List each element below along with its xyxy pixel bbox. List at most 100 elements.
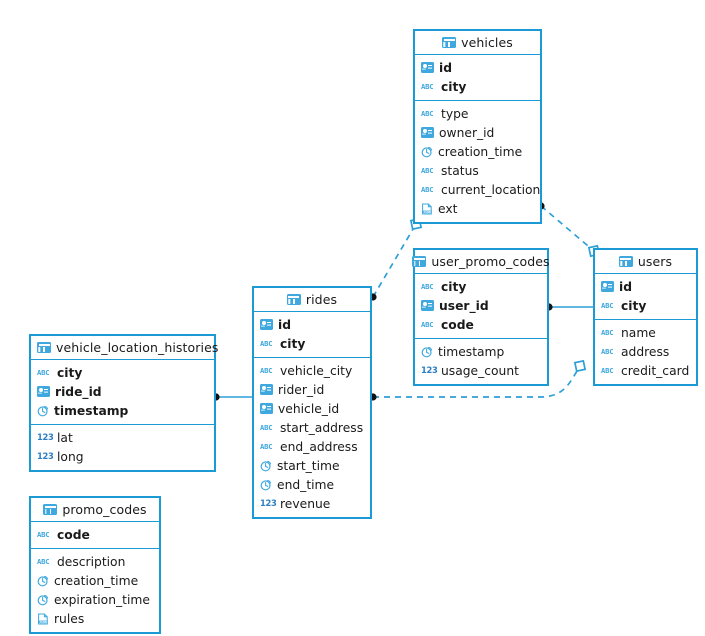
table-header-rides[interactable]: rides [254,288,370,312]
field-name: end_address [280,439,358,454]
table-title: rides [305,292,338,307]
table-header-promo_codes[interactable]: promo_codes [31,498,159,522]
table-field-row[interactable]: ABC start_address [254,418,370,437]
table-grid-icon [618,256,633,267]
clock-timestamp-icon [421,346,433,358]
relationship-vehicle_location_histories-to-rides[interactable] [212,393,252,401]
field-name: start_address [280,420,364,435]
field-name: type [441,106,469,121]
abc-text-icon: ABC [601,327,614,337]
table-key-row[interactable]: user_id [415,296,547,315]
field-name: timestamp [54,403,129,418]
table-field-row[interactable]: ABC end_address [254,437,370,456]
table-key-row[interactable]: id [254,315,370,334]
abc-text-icon: ABC [260,441,273,451]
table-header-vehicle_location_histories[interactable]: vehicle_location_histories [31,336,218,360]
abc-text-icon: ABC [421,108,434,118]
123-number-icon: 123 [37,451,54,461]
table-grid-icon [412,256,427,267]
table-field-row[interactable]: owner_id [415,123,540,142]
table-header-vehicles[interactable]: vehicles [415,31,540,55]
relationship-user_promo_codes-to-users[interactable] [545,303,593,311]
clock-timestamp-icon [421,146,433,158]
field-name: city [57,365,83,380]
clock-timestamp-icon [260,479,272,491]
field-name: name [621,325,656,340]
table-header-users[interactable]: users [595,250,696,274]
table-key-row[interactable]: id [415,58,540,77]
field-name: lat [57,430,73,445]
table-key-row[interactable]: timestamp [31,401,214,420]
table-grid-icon [37,342,51,353]
id-card-key-icon [421,300,434,311]
field-name: credit_card [621,363,690,378]
abc-text-icon: ABC [260,365,273,375]
table-field-row[interactable]: creation_time [415,142,540,161]
table-field-row[interactable]: timestamp [415,342,547,361]
field-name: long [57,449,84,464]
table-field-row[interactable]: ABC name [595,323,696,342]
abc-text-icon: ABC [421,319,434,329]
field-name: address [621,344,670,359]
field-name: id [439,60,453,75]
table-grid-icon [286,294,301,305]
relationship-one-marker [573,359,587,373]
svg-text:JSON: JSON [423,210,431,214]
field-name: start_time [277,458,340,473]
table-field-row[interactable]: expiration_time [31,590,159,609]
field-name: creation_time [438,144,523,159]
json-file-icon: JSON [421,202,433,215]
svg-text:JSON: JSON [39,620,47,624]
abc-text-icon: ABC [260,422,273,432]
id-card-key-icon [421,127,434,138]
table-field-row[interactable]: creation_time [31,571,159,590]
table-field-row[interactable]: vehicle_id [254,399,370,418]
123-number-icon: 123 [421,365,438,375]
table-field-row[interactable]: start_time [254,456,370,475]
clock-timestamp-icon [260,460,272,472]
table-field-row[interactable]: end_time [254,475,370,494]
table-key-row[interactable]: id [595,277,696,296]
table-key-row[interactable]: ride_id [31,382,214,401]
table-header-user_promo_codes[interactable]: user_promo_codes [412,250,550,274]
table-field-row[interactable]: rider_id [254,380,370,399]
123-number-icon: 123 [260,498,277,508]
table-title: vehicle_location_histories [56,340,219,355]
field-name: current_location [441,182,541,197]
table-field-row[interactable]: ABC type [415,104,540,123]
